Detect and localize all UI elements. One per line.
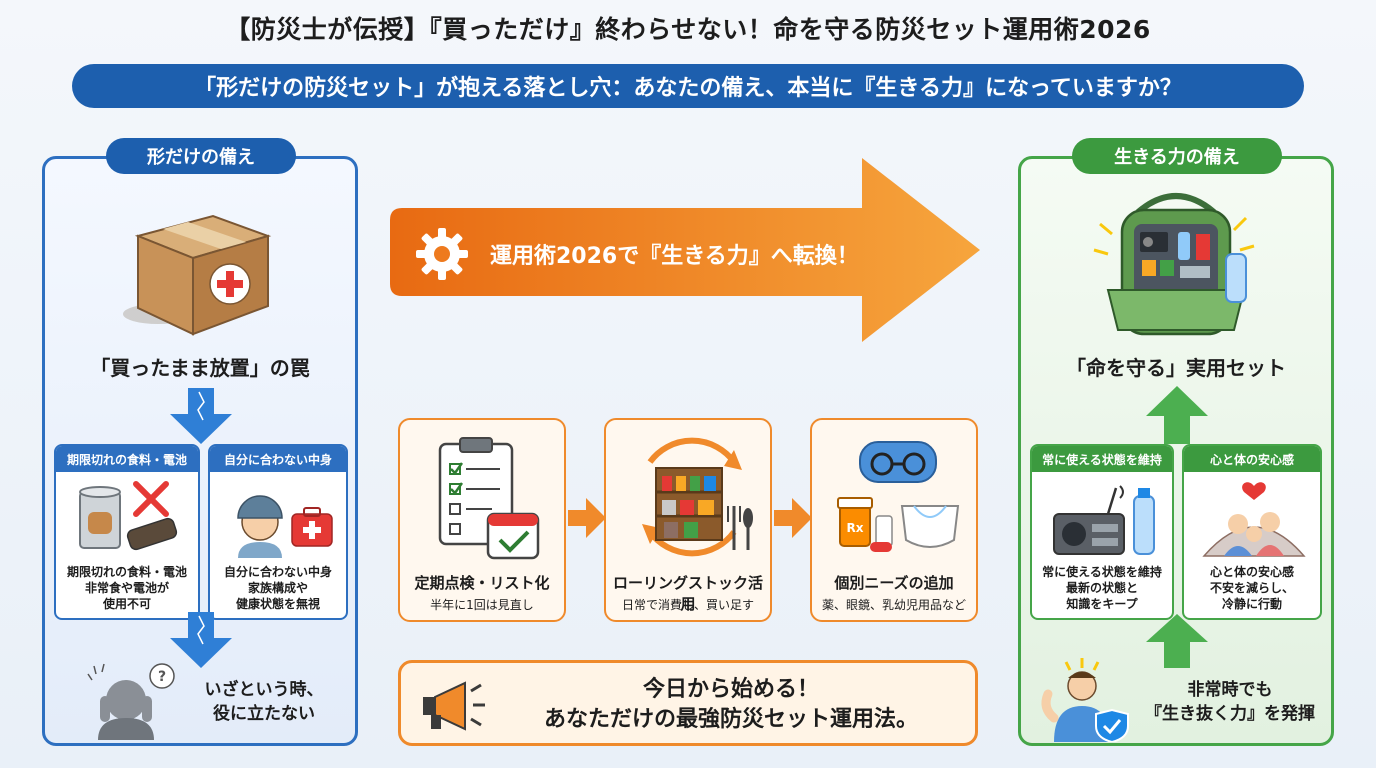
expired-can-battery-icon — [79, 481, 178, 551]
transform-arrow — [390, 158, 980, 342]
expired-supplies-box: 期限切れの食料・電池 期限切れの食料・電池 非常食や電池が 使用不可 — [54, 444, 200, 620]
right-caption: 「命を守る」実用セット — [1066, 356, 1286, 380]
clipboard-checklist-icon — [438, 437, 540, 560]
gear-icon — [416, 228, 468, 280]
right-arrow-icon-2 — [774, 498, 812, 538]
helmet-person-first-aid-icon — [237, 495, 333, 558]
page-title: 【防災士が伝授】『買っただけ』終わらせない！命を守る防災セット運用術2026 — [225, 15, 1151, 44]
card-periodic-check: 定期点検・リスト化 半年に1回は見直し — [398, 418, 566, 622]
left-panel-tag: 形だけの備え — [106, 138, 296, 174]
rolling-stock-shelf-icon — [642, 437, 753, 557]
strong-person-shield-icon — [1041, 658, 1129, 742]
left-bottom-line-1: いざという時、 — [204, 680, 324, 700]
card-3-sub: 薬、眼鏡、乳幼児用品など — [821, 598, 966, 612]
family-heart-icon — [1202, 482, 1306, 557]
mismatched-line-2: 家族構成や — [247, 581, 308, 595]
right-bottom-line-2: 『生き抜く力』を発揮 — [1145, 704, 1315, 724]
up-arrow-icon-2 — [1146, 614, 1208, 668]
mismatched-line-3: 健康状態を無視 — [235, 597, 320, 611]
maintained-line-2: 最新の状態と — [1065, 581, 1138, 595]
right-panel-tag: 生きる力の備え — [1072, 138, 1282, 174]
card-3-title: 個別ニーズの追加 — [834, 574, 954, 592]
card-2-title: ローリングストック活用 — [612, 574, 763, 613]
megaphone-icon — [423, 681, 485, 731]
cardboard-box-icon — [123, 214, 272, 336]
down-arrow-icon-2 — [170, 612, 232, 668]
arrow-text: 運用術2026で『生きる力』へ転換！ — [490, 244, 859, 269]
expired-line-3: 使用不可 — [102, 597, 151, 611]
card-rolling-stock: ローリングストック活用 日常で消費し、買い足す — [604, 418, 772, 622]
card-individual-needs: Rx 個別ニーズの追加 薬、眼鏡、乳幼児用品など — [810, 418, 978, 622]
expired-line-2: 非常食や電池が — [84, 581, 169, 595]
left-caption: 「買ったまま放置」の罠 — [90, 356, 310, 380]
right-bottom-line-1: 非常時でも — [1187, 680, 1273, 700]
maintained-line-3: 知識をキープ — [1066, 597, 1138, 611]
radio-water-icon — [1053, 485, 1155, 555]
peace-of-mind-box: 心と体の安心感 心と体の安心感 不安を減らし、 冷静に行動 — [1182, 444, 1322, 620]
subtitle-banner: 「形だけの防災セット」が抱える落とし穴：あなたの備え、本当に『生きる力』になって… — [72, 64, 1304, 108]
left-bottom-line-2: 役に立たない — [213, 704, 315, 724]
mismatched-contents-box: 自分に合わない中身 自分に合わない中身 家族構成や 健康状態を無視 — [208, 444, 348, 620]
maintained-state-box: 常に使える状態を維持 常に使える状態を維持 最新の状態と 知識をキープ — [1030, 444, 1174, 620]
card-1-sub: 半年に1回は見直し — [430, 598, 534, 612]
card-2-sub: 日常で消費し、買い足す — [621, 598, 754, 612]
mismatched-line-1: 自分に合わない中身 — [223, 565, 332, 579]
peace-of-mind-head: 心と体の安心感 — [1184, 446, 1320, 472]
cta-line-2: あなただけの最強防災セット運用法。 — [543, 707, 918, 732]
maintained-line-1: 常に使える状態を維持 — [1042, 565, 1162, 579]
svg-text:Rx: Rx — [847, 521, 864, 535]
peace-line-3: 冷静に行動 — [1221, 597, 1282, 611]
expired-line-1: 期限切れの食料・電池 — [66, 565, 187, 579]
backpack-icon — [1093, 193, 1255, 336]
peace-line-2: 不安を減らし、 — [1209, 581, 1294, 595]
down-arrow-icon — [170, 388, 232, 444]
glasses-medicine-diaper-icon: Rx — [837, 441, 960, 552]
up-arrow-icon — [1146, 386, 1208, 444]
cta-line-1: 今日から始める！ — [642, 677, 819, 702]
call-to-action-box: 今日から始める！ あなただけの最強防災セット運用法。 — [398, 660, 978, 746]
svg-text:?: ? — [158, 669, 166, 685]
expired-supplies-head: 期限切れの食料・電池 — [56, 446, 198, 472]
peace-line-1: 心と体の安心感 — [1209, 565, 1294, 579]
card-1-title: 定期点検・リスト化 — [414, 574, 550, 592]
worried-person-icon: ? — [87, 663, 175, 740]
right-arrow-icon — [568, 498, 606, 538]
mismatched-contents-head: 自分に合わない中身 — [210, 446, 346, 472]
maintained-state-head: 常に使える状態を維持 — [1032, 446, 1172, 472]
